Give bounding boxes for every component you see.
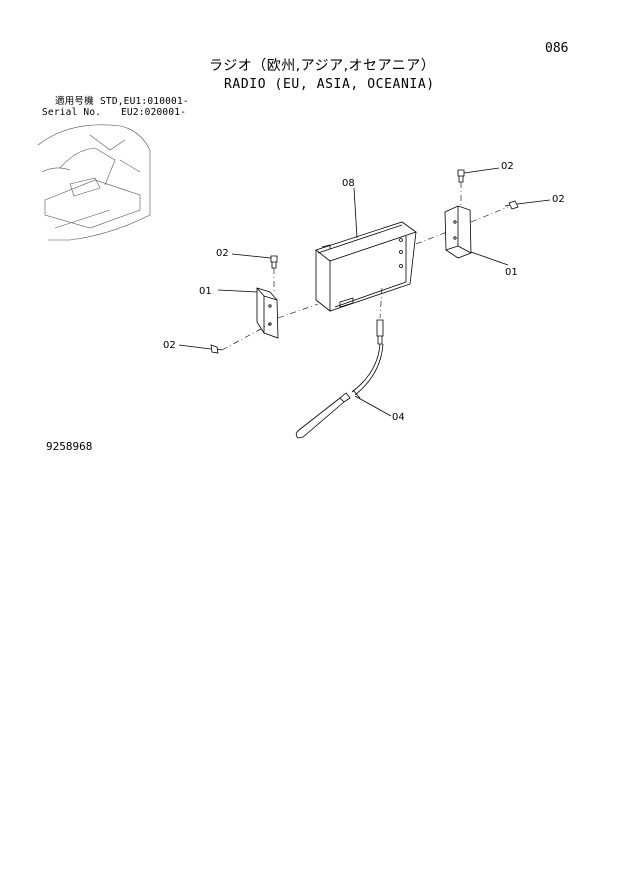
screw-left-upper	[270, 255, 278, 269]
page-number: 086	[545, 41, 569, 56]
leader-lines	[178, 167, 551, 417]
callout-screw-left-lower: 02	[163, 340, 176, 351]
callout-bracket-right: 01	[505, 267, 518, 278]
screw-right-lower	[504, 200, 519, 210]
callout-screw-right-lower: 02	[552, 194, 565, 205]
serial-std-range: STD,EU1:010001-	[100, 96, 189, 107]
screw-left-lower	[210, 344, 223, 354]
radio-box	[315, 221, 417, 312]
bracket-left	[256, 287, 279, 339]
cab-locator-sketch	[37, 124, 151, 241]
callout-radio-box: 08	[342, 178, 355, 189]
serial-eu2-range: EU2:020001-	[121, 107, 187, 118]
drawing-number: 9258968	[46, 440, 93, 453]
screw-right-upper	[457, 169, 465, 183]
callout-screw-left-upper: 02	[216, 248, 229, 259]
assembly-lines	[221, 182, 509, 351]
callout-bracket-left: 01	[199, 286, 212, 297]
antenna-cable	[295, 319, 384, 439]
callout-screw-right-upper: 02	[501, 161, 514, 172]
callout-antenna: 04	[392, 412, 405, 423]
title-japanese: ラジオ（欧州,アジア,オセアニア）	[209, 58, 436, 74]
title-english: RADIO (EU, ASIA, OCEANIA)	[224, 77, 435, 92]
serial-label-japanese: 適用号機	[55, 96, 94, 107]
bracket-right	[444, 205, 472, 259]
serial-label-english: Serial No.	[42, 107, 102, 118]
